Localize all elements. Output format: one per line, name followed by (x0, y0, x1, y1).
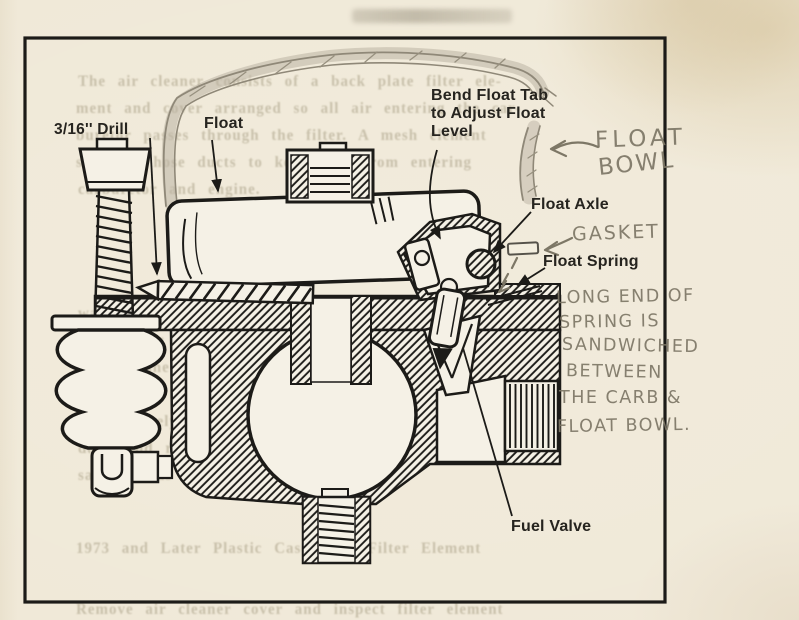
fuel-inlet-threads (503, 379, 560, 453)
label-bend-line2: to Adjust Float (431, 105, 546, 122)
screw-tip (90, 446, 174, 498)
bleedthrough-line: The air cleaner consists of a back plate… (78, 73, 502, 91)
handwritten-note-line: LONG END OF (555, 285, 695, 309)
nozzle-block (285, 141, 375, 204)
float-hinge (396, 212, 561, 306)
ink-smudge (352, 9, 512, 23)
carb-body (93, 294, 562, 565)
handwritten-note-line: FLOAT BOWL. (556, 414, 692, 438)
float-axle-shape (465, 248, 497, 280)
label-drill: 3/16'' Drill (54, 121, 129, 138)
label-float-spring: Float Spring (543, 253, 639, 270)
drill-bit (135, 279, 315, 305)
label-bend-line3: Level (431, 123, 473, 140)
leader-lines (149, 137, 546, 517)
figure-border (23, 36, 667, 604)
label-fuel-valve: Fuel Valve (511, 518, 592, 535)
label-float: Float (204, 115, 244, 132)
handwritten-note-line: BETWEEN (565, 361, 663, 383)
fuel-valve-shape (427, 287, 467, 370)
pencil-arrows (497, 139, 600, 294)
handwritten-note-line: SANDWICHED (561, 334, 700, 358)
pencil-sketch-float-bowl (161, 47, 557, 211)
bleedthrough-line: buretor passes through the filter. A mes… (76, 127, 487, 145)
handwritten-gasket: GASKET (571, 220, 661, 246)
label-bend-float-tab: Bend Float Tab to Adjust Float Level (431, 87, 548, 141)
float-bowl-arrowhead (549, 139, 568, 158)
screw-spring-coil (93, 189, 135, 319)
handwritten-note-line: SPRING IS (558, 311, 661, 333)
idle-screw-assembly (50, 137, 174, 498)
gasket-dashed-line (501, 256, 519, 285)
bottom-stud (301, 488, 372, 565)
bleedthrough-line: 1973 and Later Plastic Case Type Filter … (76, 540, 482, 558)
bleedthrough-line: Remove air cleaner cover and inspect fil… (76, 601, 504, 619)
handwritten-note-line: THE CARB & (559, 388, 683, 408)
label-float-axle: Float Axle (531, 196, 609, 213)
gasket-arrowhead (543, 240, 560, 257)
label-bend-line1: Bend Float Tab (431, 87, 549, 104)
gasket-sketch (506, 241, 540, 256)
